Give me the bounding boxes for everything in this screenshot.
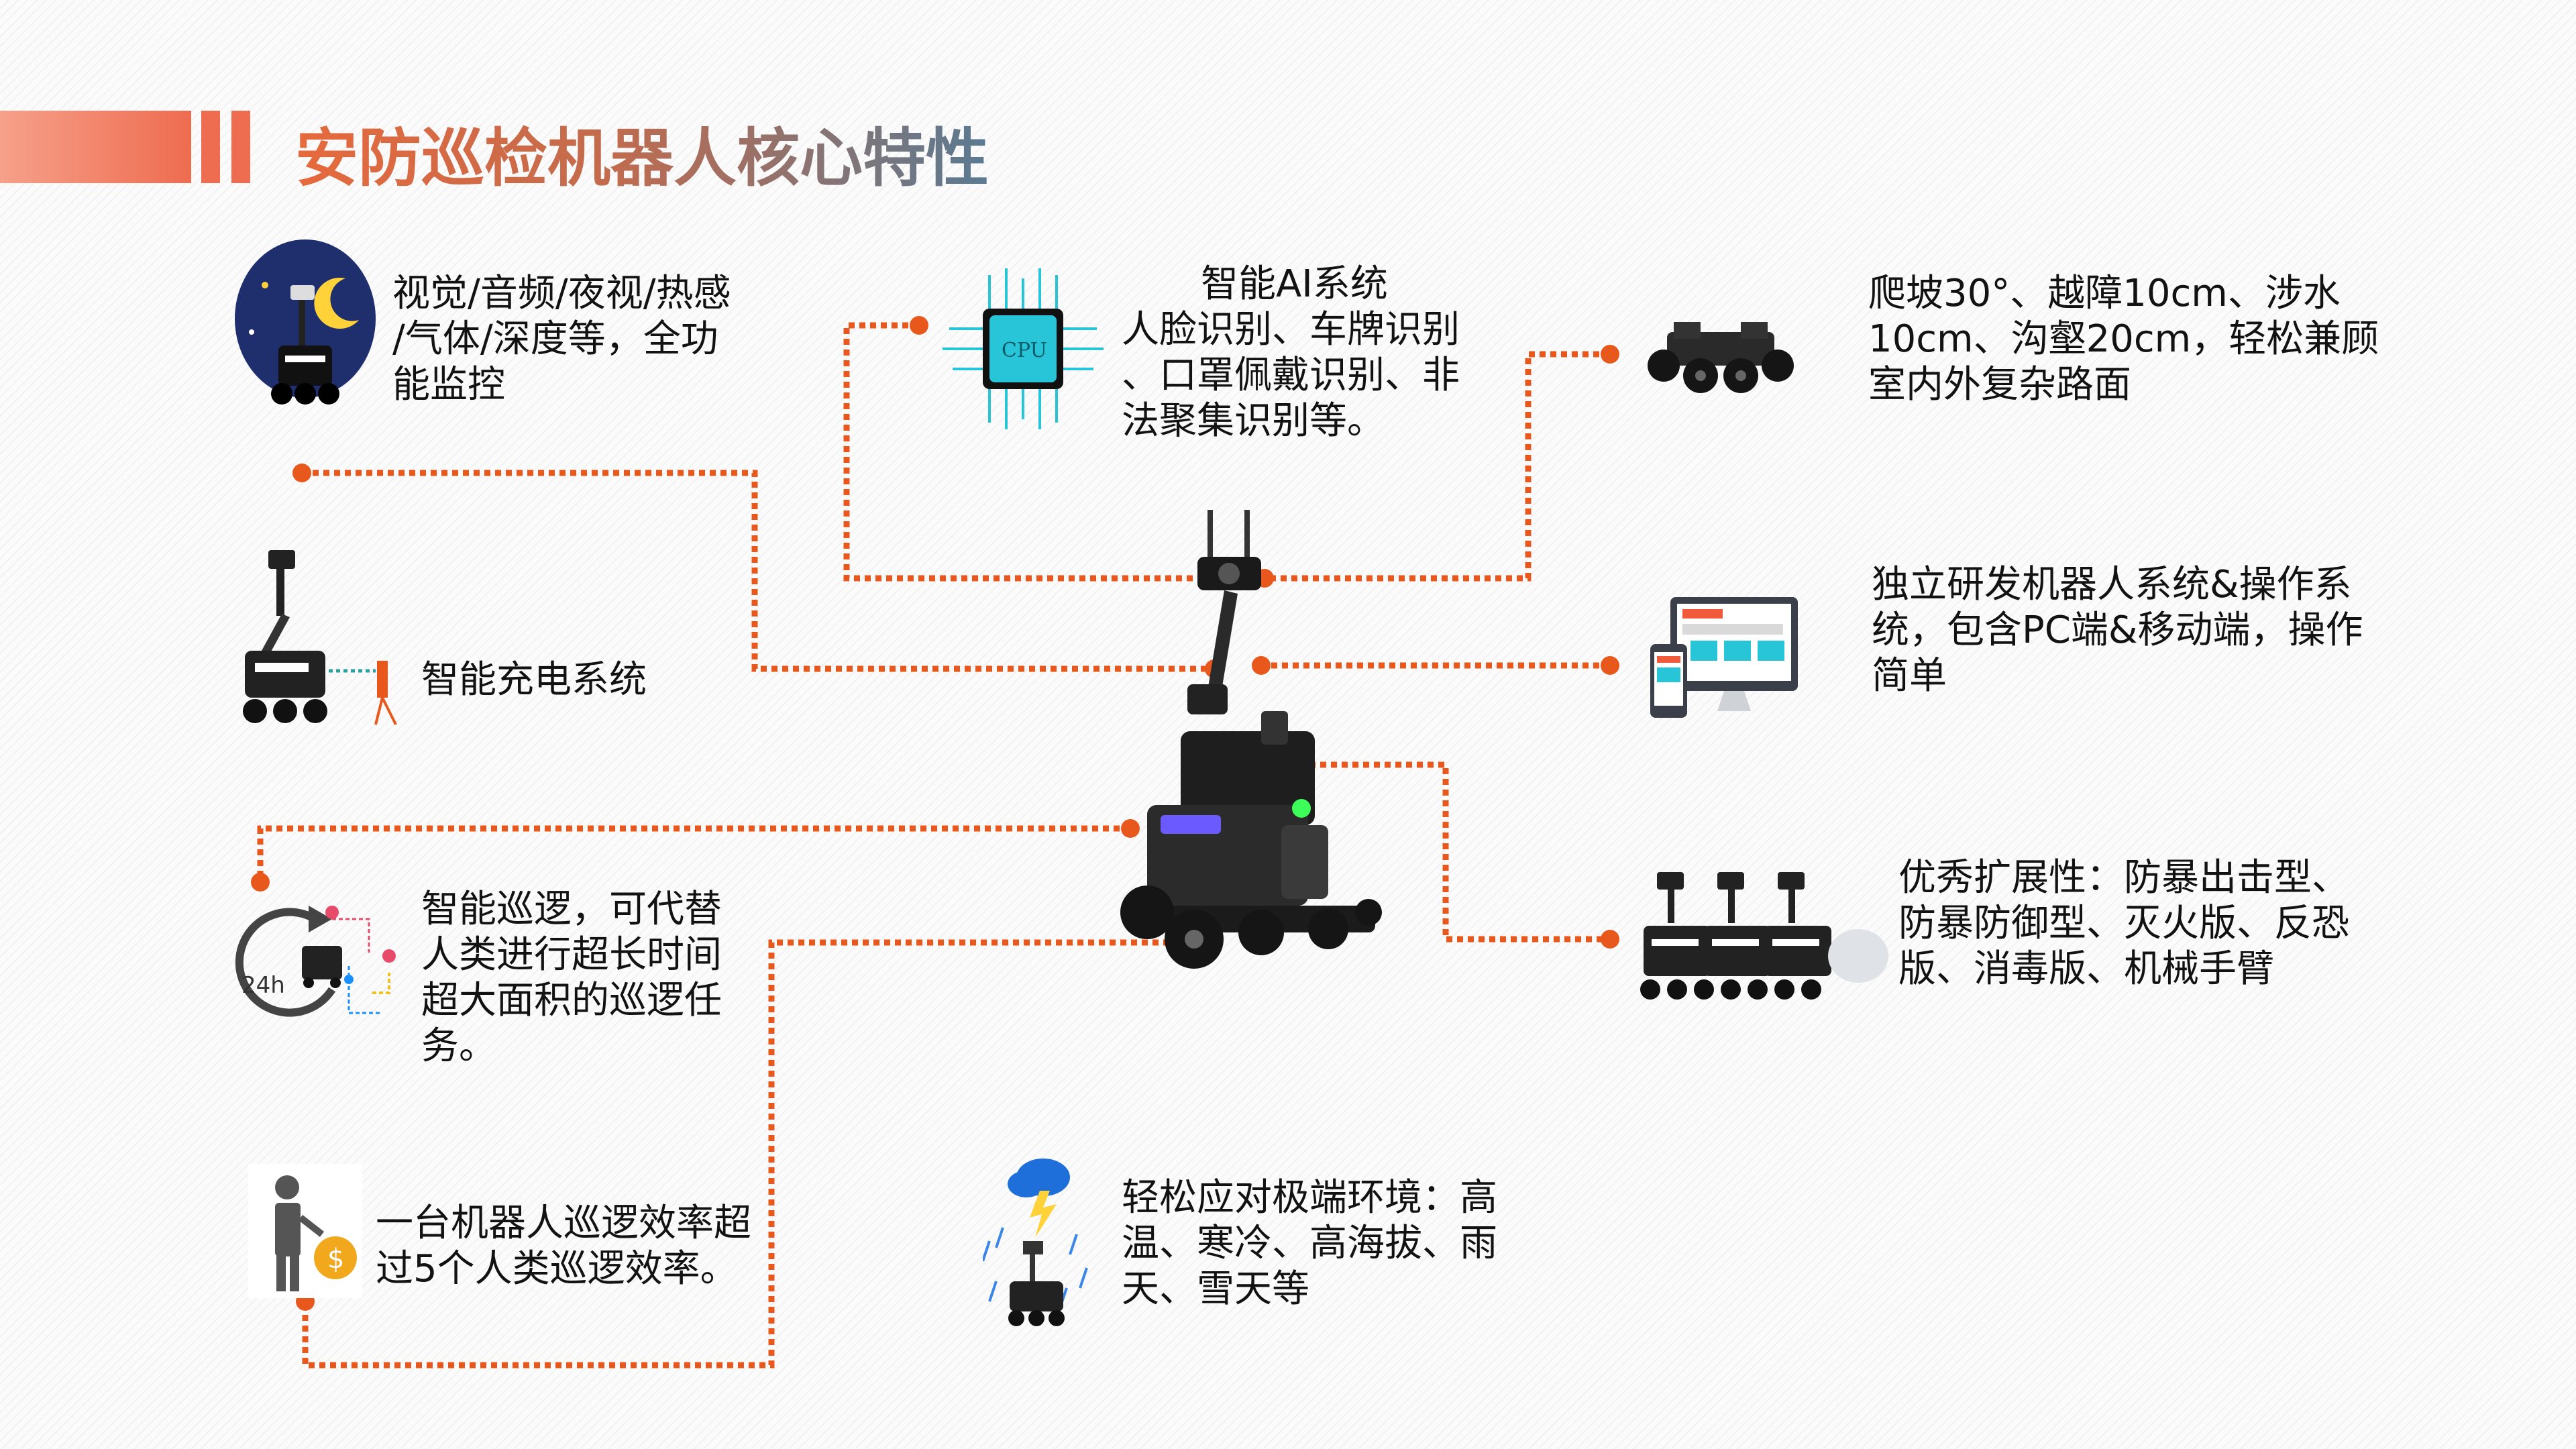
connector-patrol: [257, 825, 1130, 882]
feature-charging-line: 智能充电系统: [421, 658, 647, 702]
feature-efficiency-line: 一台机器人巡逻效率超: [376, 1201, 751, 1245]
feature-terrain-line: 室内外复杂路面: [1868, 363, 2131, 407]
rain-weather-icon: [983, 1159, 1088, 1326]
feature-os-line: 简单: [1872, 654, 1947, 698]
feature-ai-line: 人脸识别、车牌识别: [1122, 308, 1460, 352]
connector-efficiency: [302, 939, 1191, 1368]
feature-monitor-line: /气体/深度等，全功: [392, 317, 718, 361]
connector-ai: [843, 322, 1214, 582]
charging-robot-icon: [243, 550, 397, 725]
robot-fleet-icon: [1640, 872, 1888, 1000]
feature-patrol-line: 智能巡逻，可代替: [421, 888, 722, 931]
feature-ai-title: 智能AI系统: [1201, 262, 1388, 306]
feature-extension-text: 优秀扩展性：防暴出击型、 防暴防御型、灭火版、反恐 版、消毒版、机械手臂: [1898, 855, 2349, 992]
clock-label: 24h: [241, 972, 285, 999]
feature-environment-line: 轻松应对极端环境：高: [1122, 1176, 1497, 1220]
feature-terrain-text: 爬坡30°、越障10cm、涉水 10cm、沟壑20cm，轻松兼顾 室内外复杂路面: [1868, 271, 2379, 408]
header-bar: [0, 111, 191, 183]
feature-monitor-line: 视觉/音频/夜视/热感: [392, 272, 731, 315]
feature-terrain-line: 10cm、沟壑20cm，轻松兼顾: [1868, 317, 2379, 361]
page-title: 安防巡检机器人核心特性: [295, 107, 989, 199]
feature-ai-line: 法聚集识别等。: [1122, 399, 1385, 443]
feature-environment-line: 温、寒冷、高海拔、雨: [1122, 1222, 1497, 1265]
feature-terrain-line: 爬坡30°、越障10cm、涉水: [1868, 272, 2341, 315]
svg-text:$: $: [327, 1244, 344, 1275]
central-robot-image: [1120, 510, 1382, 969]
connector-dot: [1601, 345, 1619, 364]
feature-environment-line: 天、雪天等: [1122, 1267, 1309, 1311]
connector-terrain: [1265, 351, 1610, 582]
feature-os-text: 独立研发机器人系统&操作系 统，包含PC端&移动端，操作 简单: [1872, 562, 2363, 699]
connector-dot: [292, 464, 311, 482]
feature-extension-line: 防暴防御型、灭火版、反恐: [1898, 902, 2349, 945]
device-screens-icon: [1650, 597, 1798, 718]
feature-extension-line: 优秀扩展性：防暴出击型、: [1898, 856, 2349, 900]
efficiency-money-icon: $: [248, 1164, 362, 1298]
connector-monitor: [302, 470, 1214, 672]
feature-os-line: 统，包含PC端&移动端，操作: [1872, 608, 2363, 652]
feature-patrol-line: 人类进行超长时间: [421, 933, 722, 977]
feature-environment-text: 轻松应对极端环境：高 温、寒冷、高海拔、雨 天、雪天等: [1122, 1175, 1497, 1312]
feature-ai-line: 、口罩佩戴识别、非: [1122, 354, 1460, 397]
feature-monitor-text: 视觉/音频/夜视/热感 /气体/深度等，全功 能监控: [392, 271, 731, 408]
header-tick: [201, 111, 220, 183]
feature-charging-text: 智能充电系统: [421, 657, 647, 703]
connector-dot: [1252, 656, 1271, 675]
cpu-chip-icon: CPU: [943, 268, 1104, 429]
chassis-terrain-icon: [1648, 322, 1794, 393]
feature-efficiency-text: 一台机器人巡逻效率超 过5个人类巡逻效率。: [376, 1201, 751, 1292]
patrol-clock-icon: 24h: [235, 906, 396, 1017]
connector-dot: [910, 316, 928, 335]
connector-dot: [1121, 819, 1140, 838]
feature-extension-line: 版、消毒版、机械手臂: [1898, 947, 2274, 991]
feature-os-line: 独立研发机器人系统&操作系: [1872, 563, 2352, 606]
feature-monitor-line: 能监控: [392, 363, 505, 407]
night-monitor-icon: [235, 239, 376, 405]
feature-efficiency-line: 过5个人类巡逻效率。: [376, 1247, 738, 1291]
feature-ai-text: 人脸识别、车牌识别 、口罩佩戴识别、非 法聚集识别等。: [1122, 307, 1460, 444]
feature-patrol-line: 超大面积的巡逻任: [421, 979, 722, 1022]
connector-dot: [1601, 656, 1619, 675]
feature-patrol-text: 智能巡逻，可代替 人类进行超长时间 超大面积的巡逻任 务。: [421, 887, 722, 1069]
header-tick: [231, 111, 250, 183]
feature-patrol-line: 务。: [421, 1024, 496, 1068]
connector-dot: [1601, 930, 1619, 949]
connector-dot: [251, 873, 270, 892]
chip-label: CPU: [1002, 339, 1047, 362]
connector-extension: [1288, 761, 1610, 943]
